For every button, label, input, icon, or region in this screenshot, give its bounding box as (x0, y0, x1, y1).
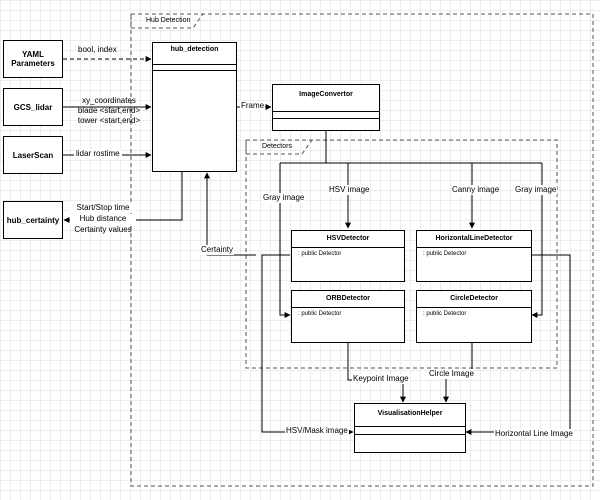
hub-detection-class-title: hub_detection (170, 46, 219, 53)
edge-label-certainty: Certainty (200, 245, 235, 255)
class-divider (417, 247, 531, 248)
hub-detection-group-title: Hub Detection (146, 17, 191, 24)
edge-label-start-stop: Start/Stop time (70, 203, 136, 213)
edge-label-gray-right: Gray image (514, 185, 558, 195)
detectors-group-frame (245, 139, 558, 369)
gcs-lidar-node[interactable]: GCS_lidar (3, 88, 63, 126)
orb-detector-class[interactable]: ORBDetector : public Detector (291, 290, 405, 343)
class-divider (273, 118, 379, 119)
circle-detector-attr: : public Detector (423, 311, 467, 317)
edge-label-tower: tower <start,end> (77, 116, 141, 125)
edge-label-keypoint: Keypoint Image (352, 374, 410, 384)
edge-label-blade: blade <start,end> (77, 106, 141, 115)
class-divider (153, 70, 236, 71)
laserscan-label: LaserScan (12, 150, 54, 160)
detectors-group-tab (245, 139, 313, 155)
circle-detector-class-title: CircleDetector (450, 295, 498, 302)
class-divider (355, 434, 465, 435)
edge-gray-left (279, 163, 291, 318)
edge-keypoint (347, 343, 406, 403)
edge-label-circle: Circle Image (428, 369, 475, 379)
edge-gray-right (531, 163, 543, 318)
class-divider (273, 111, 379, 112)
horizontal-line-detector-attr: : public Detector (423, 251, 467, 257)
hub-certainty-node[interactable]: hub_certainty (3, 201, 63, 239)
gcs-lidar-label: GCS_lidar (13, 102, 53, 112)
class-divider (355, 426, 465, 427)
hub-detection-group-tab (130, 13, 204, 29)
hub-certainty-label: hub_certainty (6, 215, 60, 225)
image-convertor-class-title: ImageConvertor (299, 91, 353, 98)
laserscan-node[interactable]: LaserScan (3, 136, 63, 174)
class-divider (417, 307, 531, 308)
hub-detection-class[interactable]: hub_detection (152, 42, 237, 172)
orb-detector-attr: : public Detector (298, 311, 342, 317)
edge-label-hsv-image: HSV image (328, 185, 371, 195)
edge-label-bool-index: bool, index (78, 45, 117, 54)
yaml-parameters-node[interactable]: YAML Parameters (3, 40, 63, 78)
visualisation-helper-class-title: VisualisationHelper (377, 410, 443, 417)
yaml-parameters-label: YAML Parameters (11, 50, 55, 68)
class-divider (292, 307, 404, 308)
hsv-detector-class-title: HSVDetector (326, 235, 370, 242)
image-convertor-class[interactable]: ImageConvertor (272, 84, 380, 131)
visualisation-helper-class[interactable]: VisualisationHelper (354, 403, 466, 453)
edge-label-hsv-mask: HSV/Mask image (285, 426, 349, 436)
edge-label-gray-left: Gray image (262, 193, 306, 203)
hsv-detector-attr: : public Detector (298, 251, 342, 257)
hsv-detector-class[interactable]: HSVDetector : public Detector (291, 230, 405, 282)
hub-detection-group-frame (130, 13, 594, 487)
detectors-group-title: Detectors (262, 143, 292, 150)
circle-detector-class[interactable]: CircleDetector : public Detector (416, 290, 532, 343)
edge-label-hub-distance: Hub distance (70, 214, 136, 224)
horizontal-line-detector-class-title: HorizontalLineDetector (435, 235, 513, 242)
edge-label-lidar-rostime: lidar rostime (74, 149, 122, 159)
edge-label-frame: Frame (240, 101, 266, 111)
orb-detector-class-title: ORBDetector (326, 295, 370, 302)
class-divider (292, 247, 404, 248)
edge-label-horizontal-line: Horizontal Line Image (494, 429, 574, 439)
edge-certainty-back (204, 172, 256, 256)
edge-label-canny-image: Canny image (451, 185, 501, 195)
edge-label-certainty-values: Certainty values (74, 225, 132, 234)
class-divider (153, 64, 236, 65)
edge-label-xy-coordinates: xy_coordinates (82, 96, 136, 105)
horizontal-line-detector-class[interactable]: HorizontalLineDetector : public Detector (416, 230, 532, 282)
